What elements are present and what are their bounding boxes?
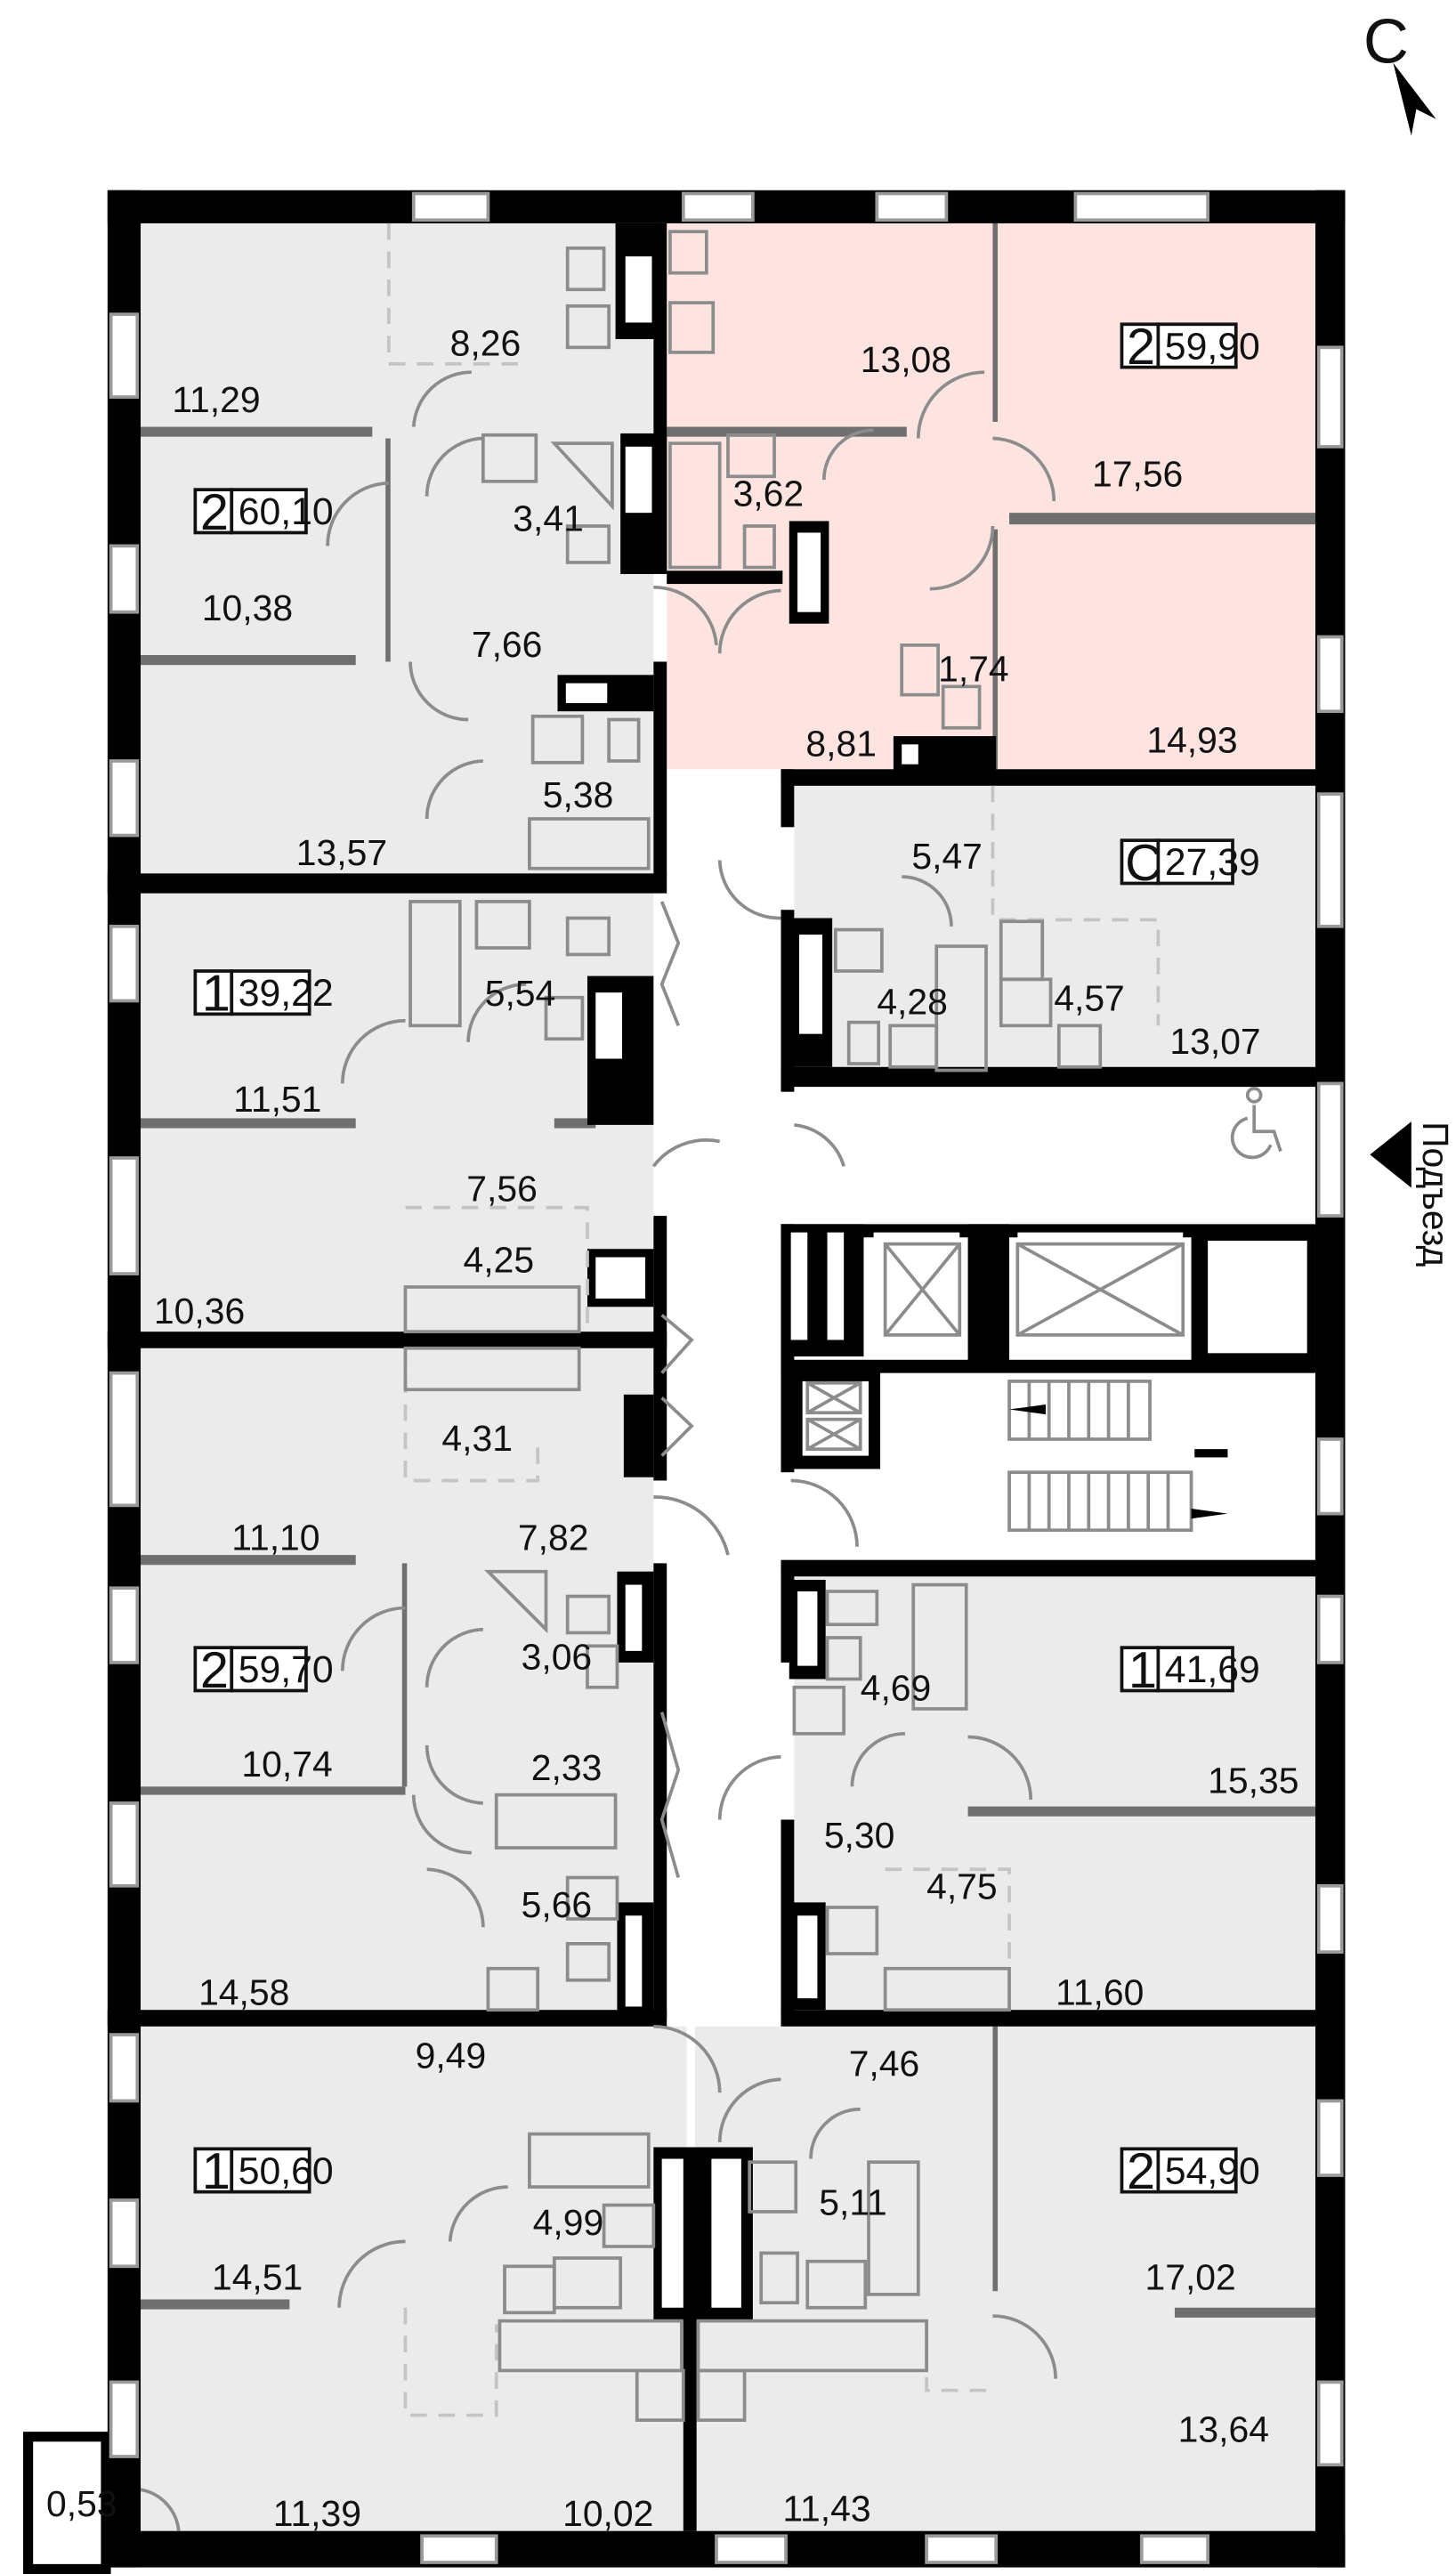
wheelchair-icon xyxy=(1230,1087,1282,1160)
room-area: 4,75 xyxy=(926,1866,998,1907)
apartment-tag: 2 59,70 xyxy=(193,1642,334,1699)
room-area: 17,02 xyxy=(1145,2256,1235,2297)
entrance-label: Подъезд xyxy=(1415,1121,1456,1267)
apartment-area: 41,69 xyxy=(1165,1648,1260,1691)
room-area: 3,62 xyxy=(733,474,805,514)
apartment-area: 39,22 xyxy=(239,972,334,1015)
apartment-tag: 1 39,22 xyxy=(193,966,334,1023)
room-area-labels: 8,26 11,29 13,08 17,56 3,41 3,62 10,38 7… xyxy=(46,323,1298,2534)
apartment-tag: 2 59,90 xyxy=(1120,319,1260,376)
north-arrow-icon xyxy=(1393,62,1436,136)
room-area: 4,28 xyxy=(877,981,948,1022)
apartment-area: 54,90 xyxy=(1165,2149,1260,2192)
room-area: 13,64 xyxy=(1178,2408,1269,2449)
apartment-rooms: С xyxy=(1125,835,1162,892)
room xyxy=(141,893,654,1332)
room-area: 0,53 xyxy=(46,2483,117,2524)
room-area: 5,30 xyxy=(824,1815,895,1856)
room-area: 13,07 xyxy=(1169,1021,1260,1062)
apartment-area: 60,10 xyxy=(239,490,334,533)
apartment-area: 27,39 xyxy=(1165,841,1260,884)
apartment-rooms: 2 xyxy=(1127,319,1155,376)
room-area: 9,49 xyxy=(416,2035,487,2076)
apartment-rooms: 1 xyxy=(202,2143,231,2200)
room-area: 5,47 xyxy=(911,836,983,877)
stair-arrow-icon xyxy=(1191,1509,1228,1519)
room-area: 11,43 xyxy=(782,2489,870,2529)
room-area: 5,11 xyxy=(819,2182,887,2223)
compass-label: С xyxy=(1363,6,1409,77)
room-area: 5,66 xyxy=(522,1884,593,1925)
room-area: 14,93 xyxy=(1146,720,1237,761)
apartment-tag: 1 50,60 xyxy=(193,2143,334,2200)
apartment-tags: 2 60,10 2 59,90 С 27,39 1 39,22 2 59,70 … xyxy=(193,319,1260,2200)
apartment-area: 59,90 xyxy=(1165,325,1260,368)
room-area: 13,57 xyxy=(296,832,387,873)
room-area: 14,58 xyxy=(198,1972,289,2013)
apartment-rooms: 1 xyxy=(202,966,231,1023)
room-area: 7,66 xyxy=(472,624,543,665)
room-area: 5,54 xyxy=(485,973,556,1014)
room-area: 10,02 xyxy=(562,2493,653,2534)
room-floors xyxy=(141,223,1315,2531)
room-area: 4,31 xyxy=(441,1418,513,1459)
apartment-tag: С 27,39 xyxy=(1120,835,1260,892)
room-area: 15,35 xyxy=(1208,1761,1298,1801)
windows xyxy=(109,191,1344,2564)
room-area: 4,25 xyxy=(464,1239,535,1280)
shaft-openings xyxy=(565,256,1307,2308)
room-area: 11,10 xyxy=(231,1518,320,1558)
apartment-area: 59,70 xyxy=(239,1648,334,1691)
apartment-tag: 2 60,10 xyxy=(193,484,334,541)
elevator-icon xyxy=(805,1242,1185,1452)
apartment-highlight xyxy=(667,223,1315,770)
room-area: 8,26 xyxy=(450,323,522,364)
room-area: 11,60 xyxy=(1056,1972,1144,2013)
doors xyxy=(140,370,1057,2531)
room-area: 7,56 xyxy=(466,1168,538,1209)
room-area: 2,33 xyxy=(531,1747,603,1788)
entrance-arrow-icon xyxy=(1370,1121,1412,1188)
room-area: 11,39 xyxy=(273,2493,361,2534)
staircase xyxy=(1007,1380,1228,1533)
room-area: 11,29 xyxy=(172,379,260,420)
stair-arrow-icon xyxy=(1009,1404,1046,1415)
room-area: 10,36 xyxy=(154,1291,245,1332)
apartment-rooms: 2 xyxy=(200,1642,229,1699)
partitions xyxy=(141,223,1315,2318)
room-area: 1,74 xyxy=(938,649,1009,690)
room-area: 5,38 xyxy=(543,774,614,815)
apartment-rooms: 1 xyxy=(1128,1642,1157,1699)
room-area: 11,51 xyxy=(233,1079,321,1120)
storage-room xyxy=(23,2432,111,2574)
zone-lines xyxy=(387,223,1161,2417)
room-area: 17,56 xyxy=(1092,453,1183,494)
room xyxy=(141,2026,687,2531)
apartment-rooms: 2 xyxy=(1127,2143,1155,2200)
apartment-rooms: 2 xyxy=(200,484,229,541)
room-area: 3,06 xyxy=(522,1636,593,1677)
room-area: 8,81 xyxy=(805,723,877,764)
apartment-area: 50,60 xyxy=(239,2149,334,2192)
room-area: 7,46 xyxy=(849,2044,920,2084)
bath-fixtures xyxy=(403,230,1103,2423)
room-area: 10,38 xyxy=(202,587,293,628)
room-area: 4,57 xyxy=(1054,978,1125,1019)
room-area: 4,99 xyxy=(533,2202,604,2243)
room-area: 3,41 xyxy=(513,498,584,539)
room-area: 10,74 xyxy=(241,1744,332,1785)
apartment-tag: 1 41,69 xyxy=(1120,1642,1260,1699)
room-area: 7,82 xyxy=(518,1518,589,1558)
apartment-tag: 2 54,90 xyxy=(1120,2143,1260,2200)
room-area: 14,51 xyxy=(212,2256,303,2297)
room-area: 13,08 xyxy=(861,339,951,380)
room-area: 4,69 xyxy=(861,1668,932,1709)
